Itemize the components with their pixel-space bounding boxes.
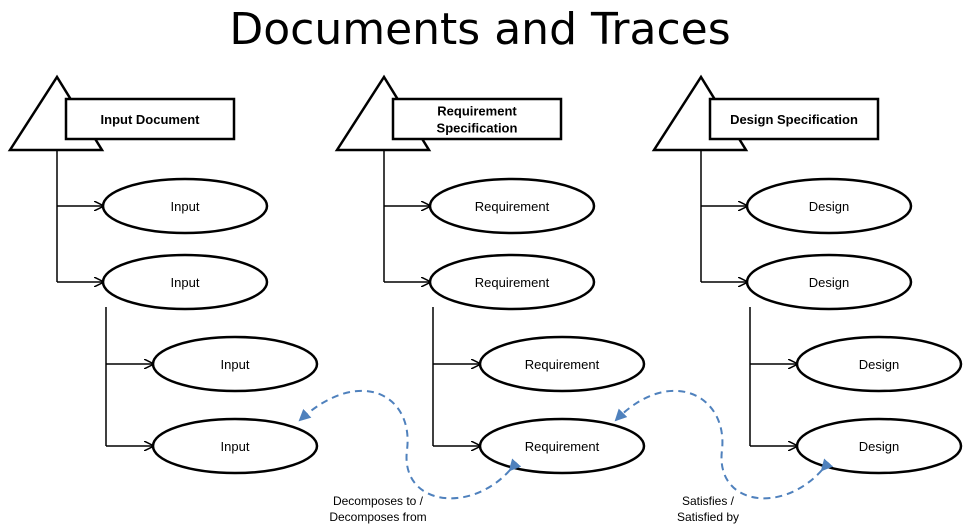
trace-node: Requirement [478, 417, 646, 475]
document-box [708, 97, 880, 141]
document-title: Specification [437, 121, 518, 136]
node-ellipse [745, 253, 913, 311]
trace-arrow [614, 389, 834, 500]
node-label: Input [171, 199, 200, 214]
trace-node: Design [745, 177, 913, 235]
trace-link: Satisfies / Satisfied by [614, 389, 834, 524]
node-label: Design [859, 439, 899, 454]
document-title: Requirement [437, 104, 517, 119]
trace-node: Design [745, 253, 913, 311]
trace-node: Input [101, 177, 269, 235]
diagram-title: Documents and Traces [229, 4, 730, 55]
node-ellipse [795, 335, 963, 393]
trace-link: Decomposes to / Decomposes from [298, 389, 522, 524]
node-label: Requirement [475, 275, 550, 290]
trace-node: Input [151, 417, 319, 475]
document-title: Design Specification [730, 112, 858, 127]
document-box [64, 97, 236, 141]
trace-node: Requirement [428, 253, 596, 311]
trace-label: Decomposes to / [333, 494, 424, 508]
trace-node: Input [101, 253, 269, 311]
node-label: Design [809, 199, 849, 214]
trace-label: Decomposes from [329, 510, 426, 524]
document-group: Design SpecificationDesignDesignDesignDe… [651, 74, 963, 475]
node-ellipse [151, 335, 319, 393]
node-label: Requirement [475, 199, 550, 214]
trace-node: Design [795, 335, 963, 393]
node-ellipse [745, 177, 913, 235]
trace-arrow [298, 389, 522, 500]
trace-node: Requirement [428, 177, 596, 235]
node-label: Input [221, 439, 250, 454]
trace-node: Requirement [478, 335, 646, 393]
trace-node: Input [151, 335, 319, 393]
node-label: Input [171, 275, 200, 290]
node-ellipse [101, 177, 269, 235]
node-ellipse [428, 177, 596, 235]
trace-label: Satisfies / [682, 494, 735, 508]
node-ellipse [101, 253, 269, 311]
document-box [391, 97, 563, 141]
node-label: Design [859, 357, 899, 372]
node-label: Input [221, 357, 250, 372]
document-group: RequirementSpecificationRequirementRequi… [334, 74, 646, 475]
node-label: Requirement [525, 439, 600, 454]
trace-label: Satisfied by [677, 510, 739, 524]
node-ellipse [428, 253, 596, 311]
document-title: Input Document [101, 112, 201, 127]
node-ellipse [478, 335, 646, 393]
trace-node: Design [795, 417, 963, 475]
node-label: Requirement [525, 357, 600, 372]
node-label: Design [809, 275, 849, 290]
